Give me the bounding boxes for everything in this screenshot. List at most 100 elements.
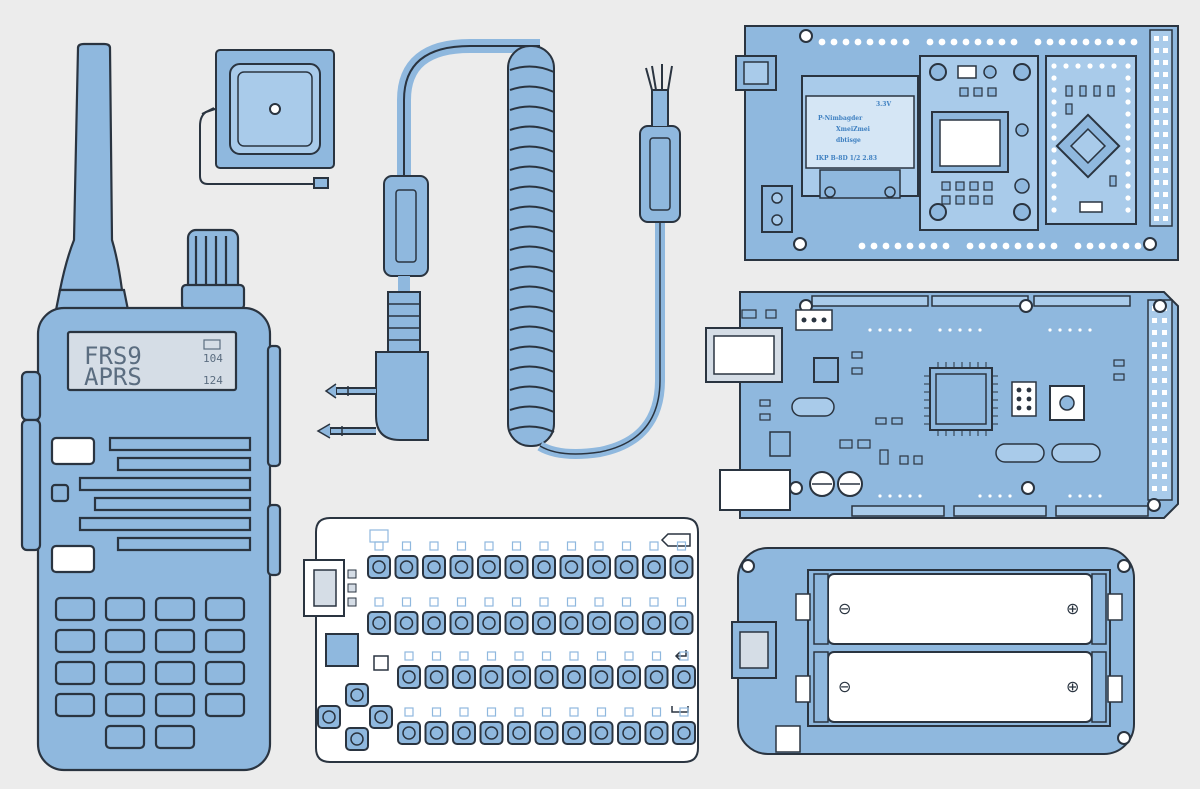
keypad-key-label-mark xyxy=(679,707,689,717)
keypad-key-label-mark xyxy=(459,651,469,661)
oled-shield-icon: 3.3V P-Nimbagder XmeiZmei dbtisge IKP B-… xyxy=(735,25,1179,261)
keypad-key-label-mark xyxy=(541,707,552,717)
keypad-key-cap xyxy=(567,726,581,740)
keypad-key-cap xyxy=(427,560,441,574)
oled-text-corner: 3.3V xyxy=(876,101,891,108)
keypad-key-label-mark xyxy=(484,597,494,607)
keypad-key-label-mark xyxy=(679,651,689,661)
keypad-key-label-mark xyxy=(431,651,442,661)
keypad-key-cap xyxy=(537,560,551,574)
keypad-key-label-mark xyxy=(676,541,687,551)
keypad-key-label-mark xyxy=(456,597,467,607)
keypad-key-cap xyxy=(539,726,554,740)
battery-top-minus-icon: ⊖ xyxy=(838,599,851,618)
keypad-key-label-mark xyxy=(621,541,632,551)
keypad-key-label-mark xyxy=(429,597,439,607)
keypad-key-cap xyxy=(399,616,414,630)
keypad-key-label-mark xyxy=(431,707,442,717)
keypad-key-cap xyxy=(674,616,689,630)
keypad-key-label-mark xyxy=(539,541,549,551)
keypad-key-label-mark xyxy=(569,707,579,717)
keypad-key-cap xyxy=(372,616,386,630)
keypad-key-label-mark xyxy=(621,597,632,607)
keypad-key-cap xyxy=(454,616,469,630)
keypad-dpad xyxy=(317,683,393,751)
keypad-key-label-mark xyxy=(651,707,662,717)
keypad-key-label-mark xyxy=(514,651,524,661)
keypad-key-label-mark xyxy=(649,597,659,607)
keypad-key-label-mark xyxy=(374,541,384,551)
keypad-key-label-mark xyxy=(401,541,412,551)
radio-button-top xyxy=(50,436,96,466)
keypad-key-label-mark xyxy=(594,597,604,607)
oled-text-line1: P-Nimbagder xyxy=(818,115,863,122)
radio-button-bottom xyxy=(50,544,96,574)
oled-board-top-holes xyxy=(818,38,1138,46)
keypad-key-label-mark xyxy=(486,707,497,717)
radio-display-line2: APRS xyxy=(84,363,142,391)
keypad-key-cap xyxy=(454,560,469,574)
keypad-key-label-mark xyxy=(566,597,577,607)
gps-antenna-icon xyxy=(199,49,335,189)
keypad-key-cap xyxy=(509,616,524,630)
keypad-key-cap xyxy=(537,616,551,630)
keypad-key-label-mark xyxy=(569,651,579,661)
keypad-key-cap xyxy=(677,726,691,740)
keypad-key-label-mark xyxy=(511,597,522,607)
keypad-key-cap xyxy=(457,670,471,684)
radio-display-line1: FRS9 xyxy=(84,342,142,370)
keypad-key-label-mark xyxy=(404,651,414,661)
keypad-key-cap xyxy=(647,616,661,630)
battery-cell-bottom xyxy=(827,651,1093,723)
keypad-keys xyxy=(367,541,696,745)
keypad-key-label-mark xyxy=(514,707,524,717)
keypad-key-cap xyxy=(677,670,691,684)
keypad-key-cap xyxy=(539,670,554,684)
keypad-key-cap xyxy=(512,670,526,684)
keypad-key-label-mark xyxy=(429,541,439,551)
keypad-key-label-mark xyxy=(374,597,384,607)
keypad-key-label-mark xyxy=(596,707,607,717)
keypad-key-cap xyxy=(622,726,636,740)
keypad-key-label-mark xyxy=(624,651,634,661)
keypad-key-label-mark xyxy=(624,707,634,717)
radio-speaker-grille xyxy=(78,436,252,552)
battery-cell-top xyxy=(827,573,1093,645)
battery-indicator-icon xyxy=(203,339,221,350)
keypad-board-icon xyxy=(303,517,699,763)
oled-text-line2: XmeiZmei xyxy=(836,126,871,133)
keypad-key-cap xyxy=(484,726,499,740)
radio-display-small2: 124 xyxy=(203,374,223,387)
keypad-key-label-mark xyxy=(651,651,662,661)
keypad-key-label-mark xyxy=(539,597,549,607)
keypad-key-cap xyxy=(647,560,661,574)
oled-board-bottom-holes xyxy=(858,242,1142,250)
keypad-key-label-mark xyxy=(649,541,659,551)
battery-bottom-minus-icon: ⊖ xyxy=(838,677,851,696)
keypad-key-label-mark xyxy=(404,707,414,717)
keypad-key-cap xyxy=(402,726,416,740)
keypad-key-cap xyxy=(427,616,441,630)
keypad-key-label-mark xyxy=(541,651,552,661)
keypad-key-cap xyxy=(619,616,634,630)
keypad-key-cap xyxy=(649,670,664,684)
microcontroller-board-icon xyxy=(705,291,1179,519)
keypad-key-label-mark xyxy=(676,597,687,607)
keypad-key-cap xyxy=(429,670,444,684)
keypad-key-cap xyxy=(482,560,496,574)
radio-button-small xyxy=(50,483,70,503)
keypad-key-cap xyxy=(372,560,386,574)
keypad-key-cap xyxy=(484,670,499,684)
keypad-key-label-mark xyxy=(511,541,522,551)
keypad-key-cap xyxy=(592,616,606,630)
keypad-key-cap xyxy=(509,560,524,574)
keypad-key-label-mark xyxy=(484,541,494,551)
radio-display-small1: 104 xyxy=(203,352,223,365)
battery-holder-icon: ⊖ ⊕ ⊖ ⊕ xyxy=(731,547,1135,755)
keypad-key-label-mark xyxy=(486,651,497,661)
keypad-key-cap xyxy=(429,726,444,740)
handheld-radio-icon: FRS9 APRS 104 124 xyxy=(20,42,282,772)
keypad-key-cap xyxy=(622,670,636,684)
keypad-key-cap xyxy=(674,560,689,574)
